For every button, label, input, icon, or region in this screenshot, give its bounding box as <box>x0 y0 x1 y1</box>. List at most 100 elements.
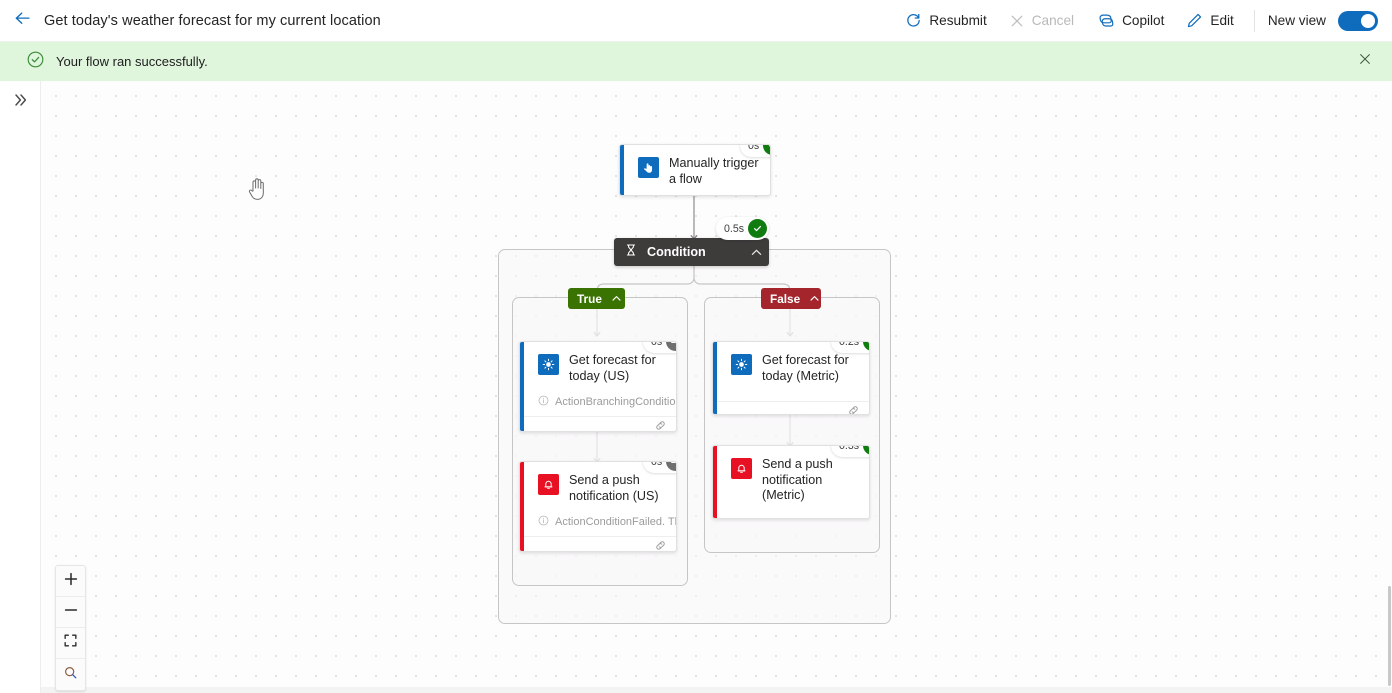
node-condition[interactable]: Condition <box>614 238 769 266</box>
branch-label-text: True <box>577 291 602 306</box>
msn-weather-icon <box>538 354 559 375</box>
condition-icon <box>624 243 638 262</box>
status-succeeded-icon <box>863 342 869 351</box>
success-banner: Your flow ran successfully. <box>0 42 1392 81</box>
node-title: Manually trigger a flow <box>669 156 759 186</box>
node-title: Get forecast for today (US) <box>569 353 656 383</box>
link-icon[interactable] <box>654 419 667 431</box>
banner-close-button[interactable] <box>1352 49 1378 75</box>
node-get-forecast-for-today-us[interactable]: Get forecast for today (US) ActionBranch… <box>519 341 677 432</box>
status-skipped-icon <box>666 462 676 471</box>
status-badge: 0s <box>643 341 676 353</box>
command-bar: Get today's weather forecast for my curr… <box>0 0 1392 42</box>
command-bar-actions: Resubmit Cancel Copilot <box>894 0 1392 42</box>
new-view-group: New view <box>1264 10 1378 31</box>
chevron-up-icon[interactable] <box>611 293 622 304</box>
close-icon <box>1009 13 1025 29</box>
status-skipped-icon <box>666 342 676 351</box>
branch-label-true[interactable]: True <box>568 288 625 309</box>
node-subtitle: ActionConditionFailed. The... <box>520 514 676 536</box>
node-footer <box>520 416 676 431</box>
grab-hand-cursor <box>247 177 268 206</box>
arrow-left-icon <box>13 9 32 33</box>
zoom-out-button[interactable] <box>56 597 85 628</box>
status-succeeded-icon <box>748 219 768 238</box>
node-manually-trigger-a-flow[interactable]: Manually trigger a flow 0s <box>619 144 771 196</box>
copilot-label: Copilot <box>1122 13 1165 28</box>
node-accent-bar <box>520 342 524 431</box>
node-footer <box>713 401 869 414</box>
node-title: Send a push notification (US) <box>569 473 659 503</box>
status-badge: 0.3s <box>831 445 869 457</box>
notifications-icon <box>731 458 752 479</box>
status-badge: 0s <box>740 144 770 157</box>
duration-label: 0s <box>651 461 663 468</box>
flow-canvas[interactable]: Manually trigger a flow 0s Condition <box>41 81 1392 693</box>
cancel-button: Cancel <box>998 0 1085 42</box>
duration-label: 0.2s <box>839 341 860 348</box>
fit-to-screen-button[interactable] <box>56 628 85 659</box>
node-footer <box>520 536 676 551</box>
close-icon <box>1358 52 1372 71</box>
node-accent-bar <box>713 342 717 414</box>
status-succeeded-icon <box>863 446 869 455</box>
zoom-search-button[interactable] <box>56 659 85 690</box>
duration-label: 0s <box>748 144 760 152</box>
edit-button[interactable]: Edit <box>1175 0 1244 42</box>
canvas-horizontal-scrollbar[interactable] <box>41 687 1392 693</box>
check-circle-icon <box>26 50 45 74</box>
link-icon[interactable] <box>847 404 860 414</box>
node-get-forecast-for-today-metric[interactable]: Get forecast for today (Metric) 0.2s <box>712 341 870 415</box>
chevron-double-right-icon <box>13 92 29 113</box>
manual-trigger-icon <box>638 157 659 178</box>
node-title: Get forecast for today (Metric) <box>762 353 849 383</box>
info-circle-icon <box>538 395 549 409</box>
resubmit-label: Resubmit <box>929 13 987 28</box>
resubmit-button[interactable]: Resubmit <box>894 0 997 42</box>
toggle-knob <box>1361 13 1375 28</box>
canvas-vertical-scrollbar[interactable] <box>1387 81 1392 693</box>
copilot-button[interactable]: Copilot <box>1085 0 1175 42</box>
copilot-icon <box>1096 12 1115 30</box>
chevron-up-icon[interactable] <box>728 246 763 259</box>
node-accent-bar <box>520 462 524 551</box>
node-title: Send a push notification (Metric) <box>762 457 833 502</box>
magnifier-icon <box>63 665 78 685</box>
duration-label: 0s <box>651 341 663 348</box>
node-accent-bar <box>713 446 717 518</box>
duration-label: 0.5s <box>724 222 745 235</box>
status-badge: 0s <box>643 461 676 473</box>
node-send-a-push-notification-metric[interactable]: Send a push notification (Metric) 0.3s <box>712 445 870 519</box>
info-circle-icon <box>538 515 549 529</box>
node-subtitle-text: ActionBranchingCondition... <box>555 396 676 408</box>
zoom-in-button[interactable] <box>56 566 85 597</box>
branch-label-text: False <box>770 291 801 306</box>
zoom-controls <box>55 565 86 691</box>
plus-icon <box>63 571 79 592</box>
branch-label-false[interactable]: False <box>761 288 821 309</box>
left-rail <box>0 81 41 693</box>
notifications-icon <box>538 474 559 495</box>
status-succeeded-icon <box>763 145 770 155</box>
page-title: Get today's weather forecast for my curr… <box>44 12 381 29</box>
link-icon[interactable] <box>654 539 667 551</box>
node-subtitle: ActionBranchingCondition... <box>520 394 676 416</box>
chevron-up-icon[interactable] <box>809 293 820 304</box>
success-banner-text: Your flow ran successfully. <box>56 54 208 69</box>
duration-label: 0.3s <box>839 445 860 452</box>
status-badge: 0.5s <box>716 217 770 240</box>
refresh-icon <box>905 12 922 29</box>
flow-graph: Manually trigger a flow 0s Condition <box>41 81 1392 693</box>
expand-panel-button[interactable] <box>8 89 34 115</box>
node-subtitle-text: ActionConditionFailed. The... <box>555 516 676 528</box>
edit-label: Edit <box>1210 13 1234 28</box>
back-button[interactable] <box>0 0 44 42</box>
cancel-label: Cancel <box>1031 13 1075 28</box>
fit-screen-icon <box>63 633 78 653</box>
new-view-toggle[interactable] <box>1338 10 1378 31</box>
node-send-a-push-notification-us[interactable]: Send a push notification (US) ActionCond… <box>519 461 677 552</box>
minus-icon <box>63 602 79 623</box>
msn-weather-icon <box>731 354 752 375</box>
new-view-label: New view <box>1267 13 1326 28</box>
